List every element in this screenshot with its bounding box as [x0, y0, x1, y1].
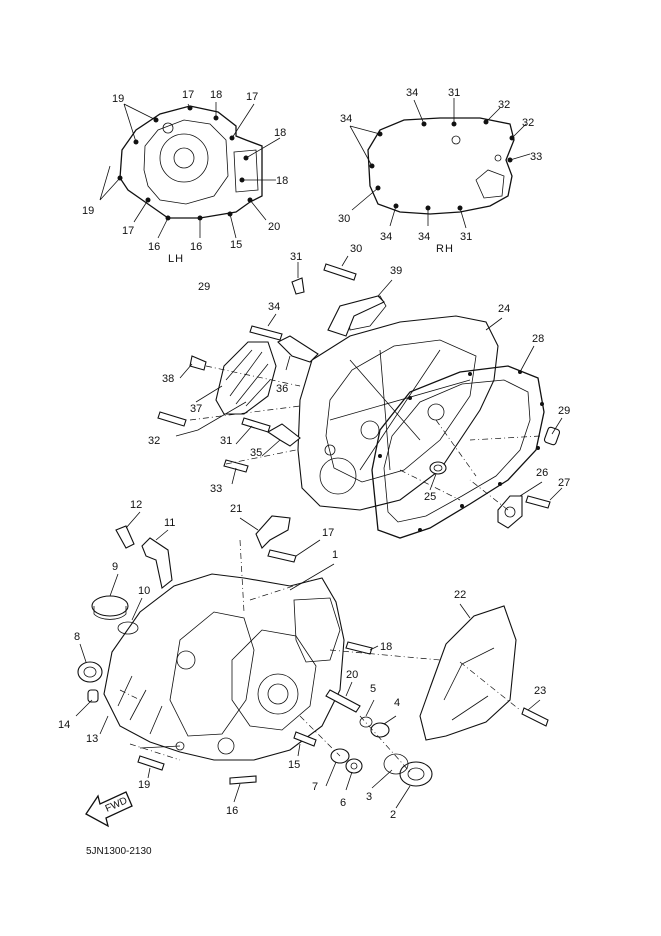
- callout-label: 31: [290, 251, 302, 263]
- callout-label: 1: [332, 549, 338, 561]
- callouts: 19 17 18 17 18 18 19 17 16 16 15 20 34 3…: [58, 87, 570, 821]
- callout-label: 5: [370, 683, 376, 695]
- callout-label: 32: [498, 99, 510, 111]
- callout-label: 19: [138, 779, 150, 791]
- collar-6: [345, 758, 363, 774]
- o-ring-10: [117, 621, 139, 635]
- callout-label: 7: [312, 781, 318, 793]
- lh-crankcase-cover: [103, 573, 345, 761]
- callout-label: 34: [418, 231, 430, 243]
- callout-label: 15: [230, 239, 242, 251]
- callout-label: 36: [276, 383, 288, 395]
- callout-label: 11: [164, 517, 175, 529]
- callout-label: 31: [448, 87, 460, 99]
- clamp-21: [255, 515, 291, 549]
- callout-label: 34: [406, 87, 418, 99]
- callout-label: 15: [288, 759, 300, 771]
- callout-label: 17: [322, 527, 334, 539]
- callout-label: 19: [82, 205, 94, 217]
- callout-label: 29: [198, 281, 210, 293]
- callout-label: 37: [190, 403, 202, 415]
- callout-label: 24: [498, 303, 510, 315]
- callout-label: 30: [338, 213, 350, 225]
- callout-label: 28: [532, 333, 544, 345]
- rh-cover-gasket: [367, 117, 515, 215]
- timing-plate-37: [215, 341, 277, 415]
- bracket-35: [266, 423, 301, 447]
- callout-label: 33: [530, 151, 542, 163]
- callout-label: 34: [340, 113, 352, 125]
- callout-label: 16: [226, 805, 238, 817]
- callout-label: 32: [148, 435, 160, 447]
- callout-label: 38: [162, 373, 174, 385]
- callout-label: 20: [268, 221, 280, 233]
- callout-label: 33: [210, 483, 222, 495]
- callout-label: 6: [340, 797, 346, 809]
- leader-lines: [75, 98, 563, 809]
- callout-label: 35: [250, 447, 262, 459]
- fwd-arrow-icon: FWD: [85, 791, 133, 828]
- rh-crankcase-cover: [297, 295, 499, 511]
- callout-label: 9: [112, 561, 118, 573]
- callout-label: 16: [190, 241, 202, 253]
- drawing-code: 5JN1300-2130: [86, 846, 152, 857]
- callout-label: 26: [536, 467, 548, 479]
- callout-label: 31: [220, 435, 232, 447]
- dowel-pin-14: [87, 689, 99, 703]
- callout-label: 2: [390, 809, 396, 821]
- lh-cover-gasket: [117, 105, 263, 221]
- dowel-pin-29: [543, 426, 561, 446]
- callout-label: 34: [380, 231, 392, 243]
- callout-label: 18: [380, 641, 392, 653]
- callout-label: 22: [454, 589, 466, 601]
- callout-label: 18: [210, 89, 222, 101]
- callout-label: 8: [74, 631, 80, 643]
- callout-label: 27: [558, 477, 570, 489]
- callout-label: 17: [246, 91, 258, 103]
- callout-label: 16: [148, 241, 160, 253]
- oil-seal-8: [77, 661, 103, 683]
- callout-label: 19: [112, 93, 124, 105]
- oil-seal-25: [429, 461, 447, 475]
- bolt-12: [115, 525, 135, 549]
- lh-label: LH: [168, 253, 184, 265]
- callout-label: 13: [86, 733, 98, 745]
- callout-label: 20: [346, 669, 358, 681]
- callout-label: 4: [394, 697, 400, 709]
- callout-label: 34: [268, 301, 280, 313]
- plug-4: [370, 722, 390, 738]
- callout-label: 18: [276, 175, 288, 187]
- callout-label: 12: [130, 499, 142, 511]
- bolts: [137, 263, 551, 785]
- callout-label: 18: [274, 127, 286, 139]
- cover-gasket-28: [371, 365, 545, 539]
- bracket-39: [327, 295, 385, 337]
- oil-filler-cap-9: [91, 595, 129, 620]
- callout-label: 10: [138, 585, 150, 597]
- callout-label: 29: [558, 405, 570, 417]
- callout-label: 17: [182, 89, 194, 101]
- callout-label: 3: [366, 791, 372, 803]
- o-ring-5: [359, 716, 373, 728]
- callout-label: 31: [460, 231, 472, 243]
- fwd-label: FWD: [104, 795, 129, 814]
- callout-label: 23: [534, 685, 546, 697]
- bracket-11: [141, 537, 173, 589]
- callout-label: 14: [58, 719, 70, 731]
- callout-label: 32: [522, 117, 534, 129]
- callout-label: 17: [122, 225, 134, 237]
- sprocket-cover-22: [419, 605, 517, 741]
- callout-label: 21: [230, 503, 242, 515]
- plug-2: [399, 761, 433, 787]
- callout-label: 30: [350, 243, 362, 255]
- callout-label: 25: [424, 491, 436, 503]
- bracket-36: [277, 335, 319, 363]
- o-ring-3: [383, 753, 409, 775]
- callout-label: 39: [390, 265, 402, 277]
- rh-label: RH: [436, 243, 454, 255]
- plug-26: [497, 495, 523, 529]
